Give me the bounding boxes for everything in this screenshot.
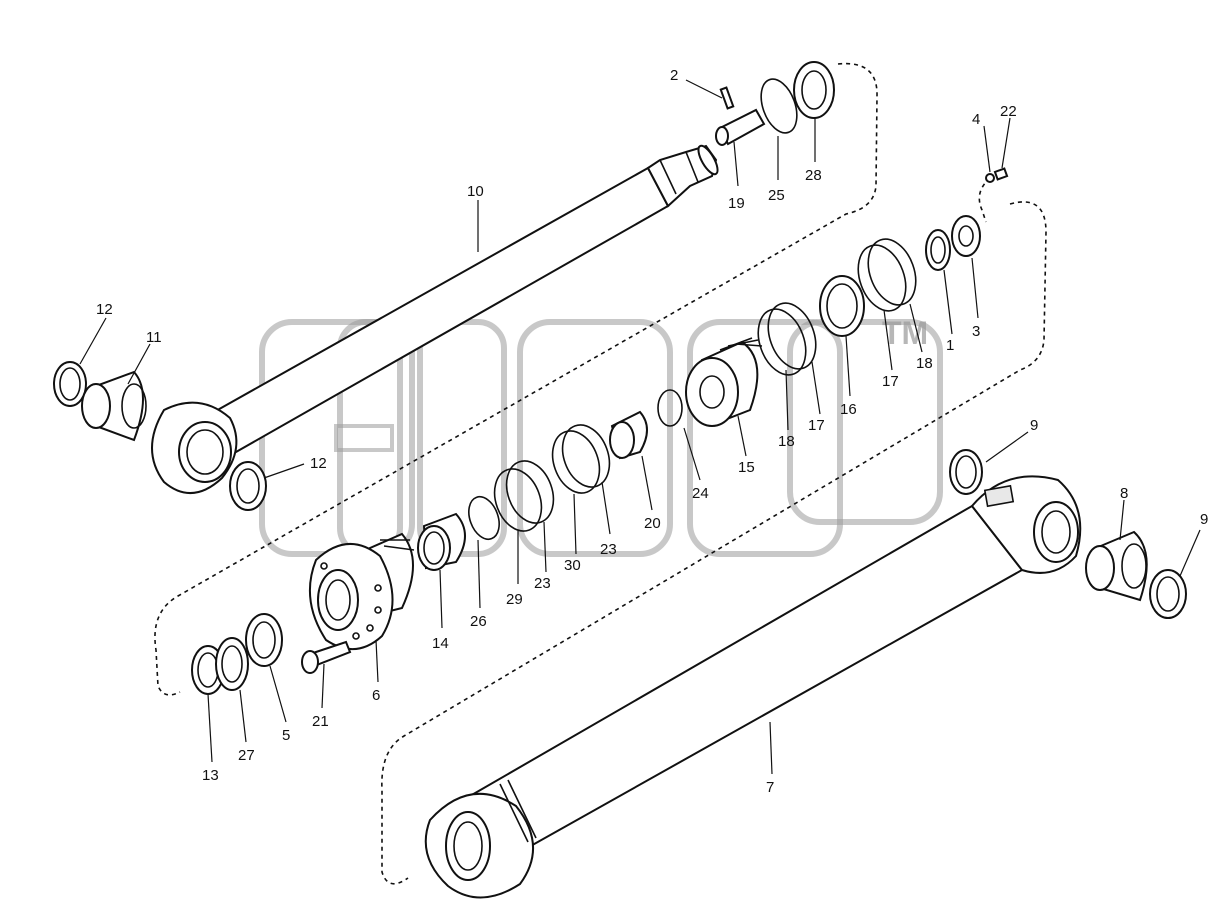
retaining-ring [760, 78, 798, 134]
callout-labels: 2 19 25 28 10 4 22 12 11 12 3 1 18 17 16… [96, 67, 1208, 796]
head-seals [191, 613, 283, 695]
callout-label: 23 [534, 575, 551, 592]
callout-label: 11 [146, 329, 162, 346]
callout-label: 17 [882, 373, 899, 390]
callout-label: 13 [202, 767, 219, 784]
callout-label: 18 [778, 433, 795, 450]
rod-end-parts [53, 361, 267, 511]
callout-label: 4 [972, 111, 980, 128]
callout-label: 25 [768, 187, 785, 204]
tube-end-parts [949, 449, 1187, 619]
callout-label: 30 [564, 557, 581, 574]
callout-label: 27 [238, 747, 255, 764]
socket-bolt [301, 640, 352, 674]
bushing [417, 512, 466, 571]
rod-assembly-dashed-outline [154, 62, 878, 696]
callout-label: 19 [728, 195, 745, 212]
dust-seal-28 [793, 61, 835, 119]
callout-label: 15 [738, 459, 755, 476]
callout-label: 12 [96, 301, 113, 318]
callout-label: 10 [467, 183, 484, 200]
callout-label: 8 [1120, 485, 1128, 502]
callout-label: 26 [470, 613, 487, 630]
setscrew-ball [985, 167, 1009, 183]
callout-label: 28 [805, 167, 822, 184]
callout-label: 29 [506, 591, 523, 608]
piston-rod [151, 144, 719, 495]
callout-label: 12 [310, 455, 327, 472]
callout-leaders [79, 79, 1201, 775]
piston-assembly-dashed-outline [381, 201, 1047, 885]
callout-label: 9 [1030, 417, 1038, 434]
spring-pin [719, 86, 735, 110]
callout-label: 9 [1200, 511, 1208, 528]
piston-nut [951, 215, 981, 257]
cylinder-tube [424, 475, 1082, 899]
callout-label: 16 [840, 401, 857, 418]
callout-label: 7 [766, 779, 774, 796]
callout-label: 1 [946, 337, 954, 354]
callout-label: 14 [432, 635, 449, 652]
callout-label: 5 [282, 727, 290, 744]
cushion-ring-and-bearing [609, 389, 683, 460]
callout-label: 24 [692, 485, 709, 502]
cylinder-head [308, 532, 415, 651]
piston [685, 337, 763, 427]
setscrew-dashed-leader [978, 177, 991, 223]
callout-label: 2 [670, 67, 678, 84]
callout-label: 21 [312, 713, 329, 730]
callout-label: 20 [644, 515, 661, 532]
callout-label: 3 [972, 323, 980, 340]
seal-rings-upper [757, 229, 951, 376]
callout-label: 18 [916, 355, 933, 372]
adjust-rod-nozzle [715, 108, 766, 146]
callout-label: 22 [1000, 103, 1017, 120]
rod-packing-rings [468, 424, 611, 541]
callout-label: 23 [600, 541, 617, 558]
callout-label: 17 [808, 417, 825, 434]
callout-label: 6 [372, 687, 380, 704]
